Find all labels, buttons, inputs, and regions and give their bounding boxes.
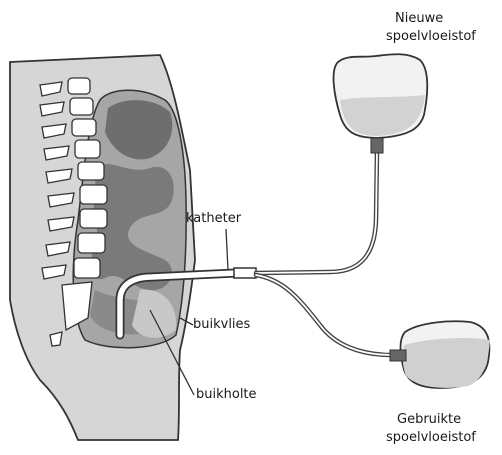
tube-to-used-bag-inner bbox=[256, 275, 392, 355]
body-section bbox=[10, 55, 195, 440]
label-abdominal-cavity: buikholte bbox=[196, 387, 257, 403]
label-peritoneum: buikvlies bbox=[193, 317, 250, 333]
tube-to-new-bag-inner bbox=[256, 150, 377, 273]
new-fluid-bag bbox=[334, 54, 428, 153]
used-fluid-bag bbox=[390, 321, 490, 388]
label-new-fluid-line1: Nieuwe bbox=[395, 11, 443, 27]
tube-to-new-bag bbox=[256, 150, 377, 273]
leader-katheter bbox=[226, 229, 228, 270]
new-bag-port bbox=[371, 138, 383, 153]
catheter-connector bbox=[234, 268, 256, 278]
tube-to-used-bag bbox=[256, 275, 392, 355]
label-used-fluid-line2: spoelvloeistof bbox=[386, 430, 476, 446]
label-new-fluid-line2: spoelvloeistof bbox=[386, 29, 476, 45]
used-bag-port bbox=[390, 350, 406, 361]
label-catheter: katheter bbox=[186, 211, 241, 227]
used-bag-fluid bbox=[403, 338, 490, 388]
label-used-fluid-line1: Gebruikte bbox=[397, 412, 461, 428]
